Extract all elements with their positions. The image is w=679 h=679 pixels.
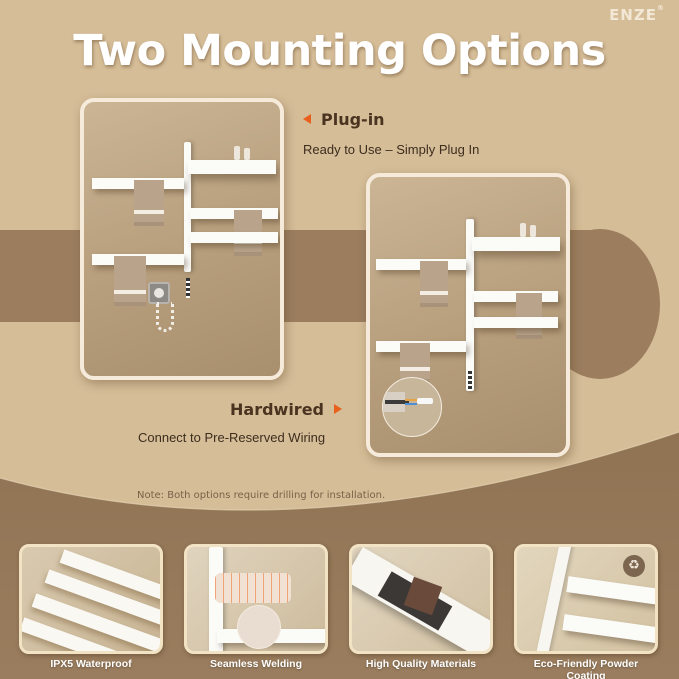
towel-rack-illustration: [84, 102, 280, 376]
wall-socket: [148, 282, 170, 304]
hardwired-heading: Hardwired: [230, 400, 342, 419]
feature-image: [184, 544, 328, 654]
hardwired-photo: [366, 173, 570, 457]
plug-in-photo: [80, 98, 284, 380]
plug-in-heading: Plug-in: [303, 110, 385, 129]
recycle-icon: ♻: [623, 555, 645, 577]
feature-welding: Seamless Welding: [184, 544, 328, 670]
wiring-detail-inset: [382, 377, 442, 437]
towel-rack-illustration: [370, 177, 566, 453]
feature-image: [19, 544, 163, 654]
arrow-left-icon: [303, 114, 311, 124]
installation-note: Note: Both options require drilling for …: [137, 490, 386, 501]
brand-logo: ENZE®: [609, 4, 665, 24]
power-cord: [156, 302, 174, 332]
feature-materials: High Quality Materials: [349, 544, 493, 670]
feature-waterproof: IPX5 Waterproof: [19, 544, 163, 670]
hardwired-description: Connect to Pre-Reserved Wiring: [138, 430, 326, 445]
page-title: Two Mounting Options: [73, 26, 606, 76]
feature-image: ♻: [514, 544, 658, 654]
arrow-right-icon: [334, 404, 342, 414]
feature-label: IPX5 Waterproof: [50, 658, 132, 670]
feature-label: Eco-Friendly Powder Coating: [533, 658, 639, 679]
feature-coating: ♻ Eco-Friendly Powder Coating: [514, 544, 658, 679]
plug-in-description: Ready to Use – Simply Plug In: [303, 142, 480, 157]
feature-image: [349, 544, 493, 654]
feature-label: High Quality Materials: [365, 658, 477, 670]
feature-label: Seamless Welding: [209, 658, 302, 670]
